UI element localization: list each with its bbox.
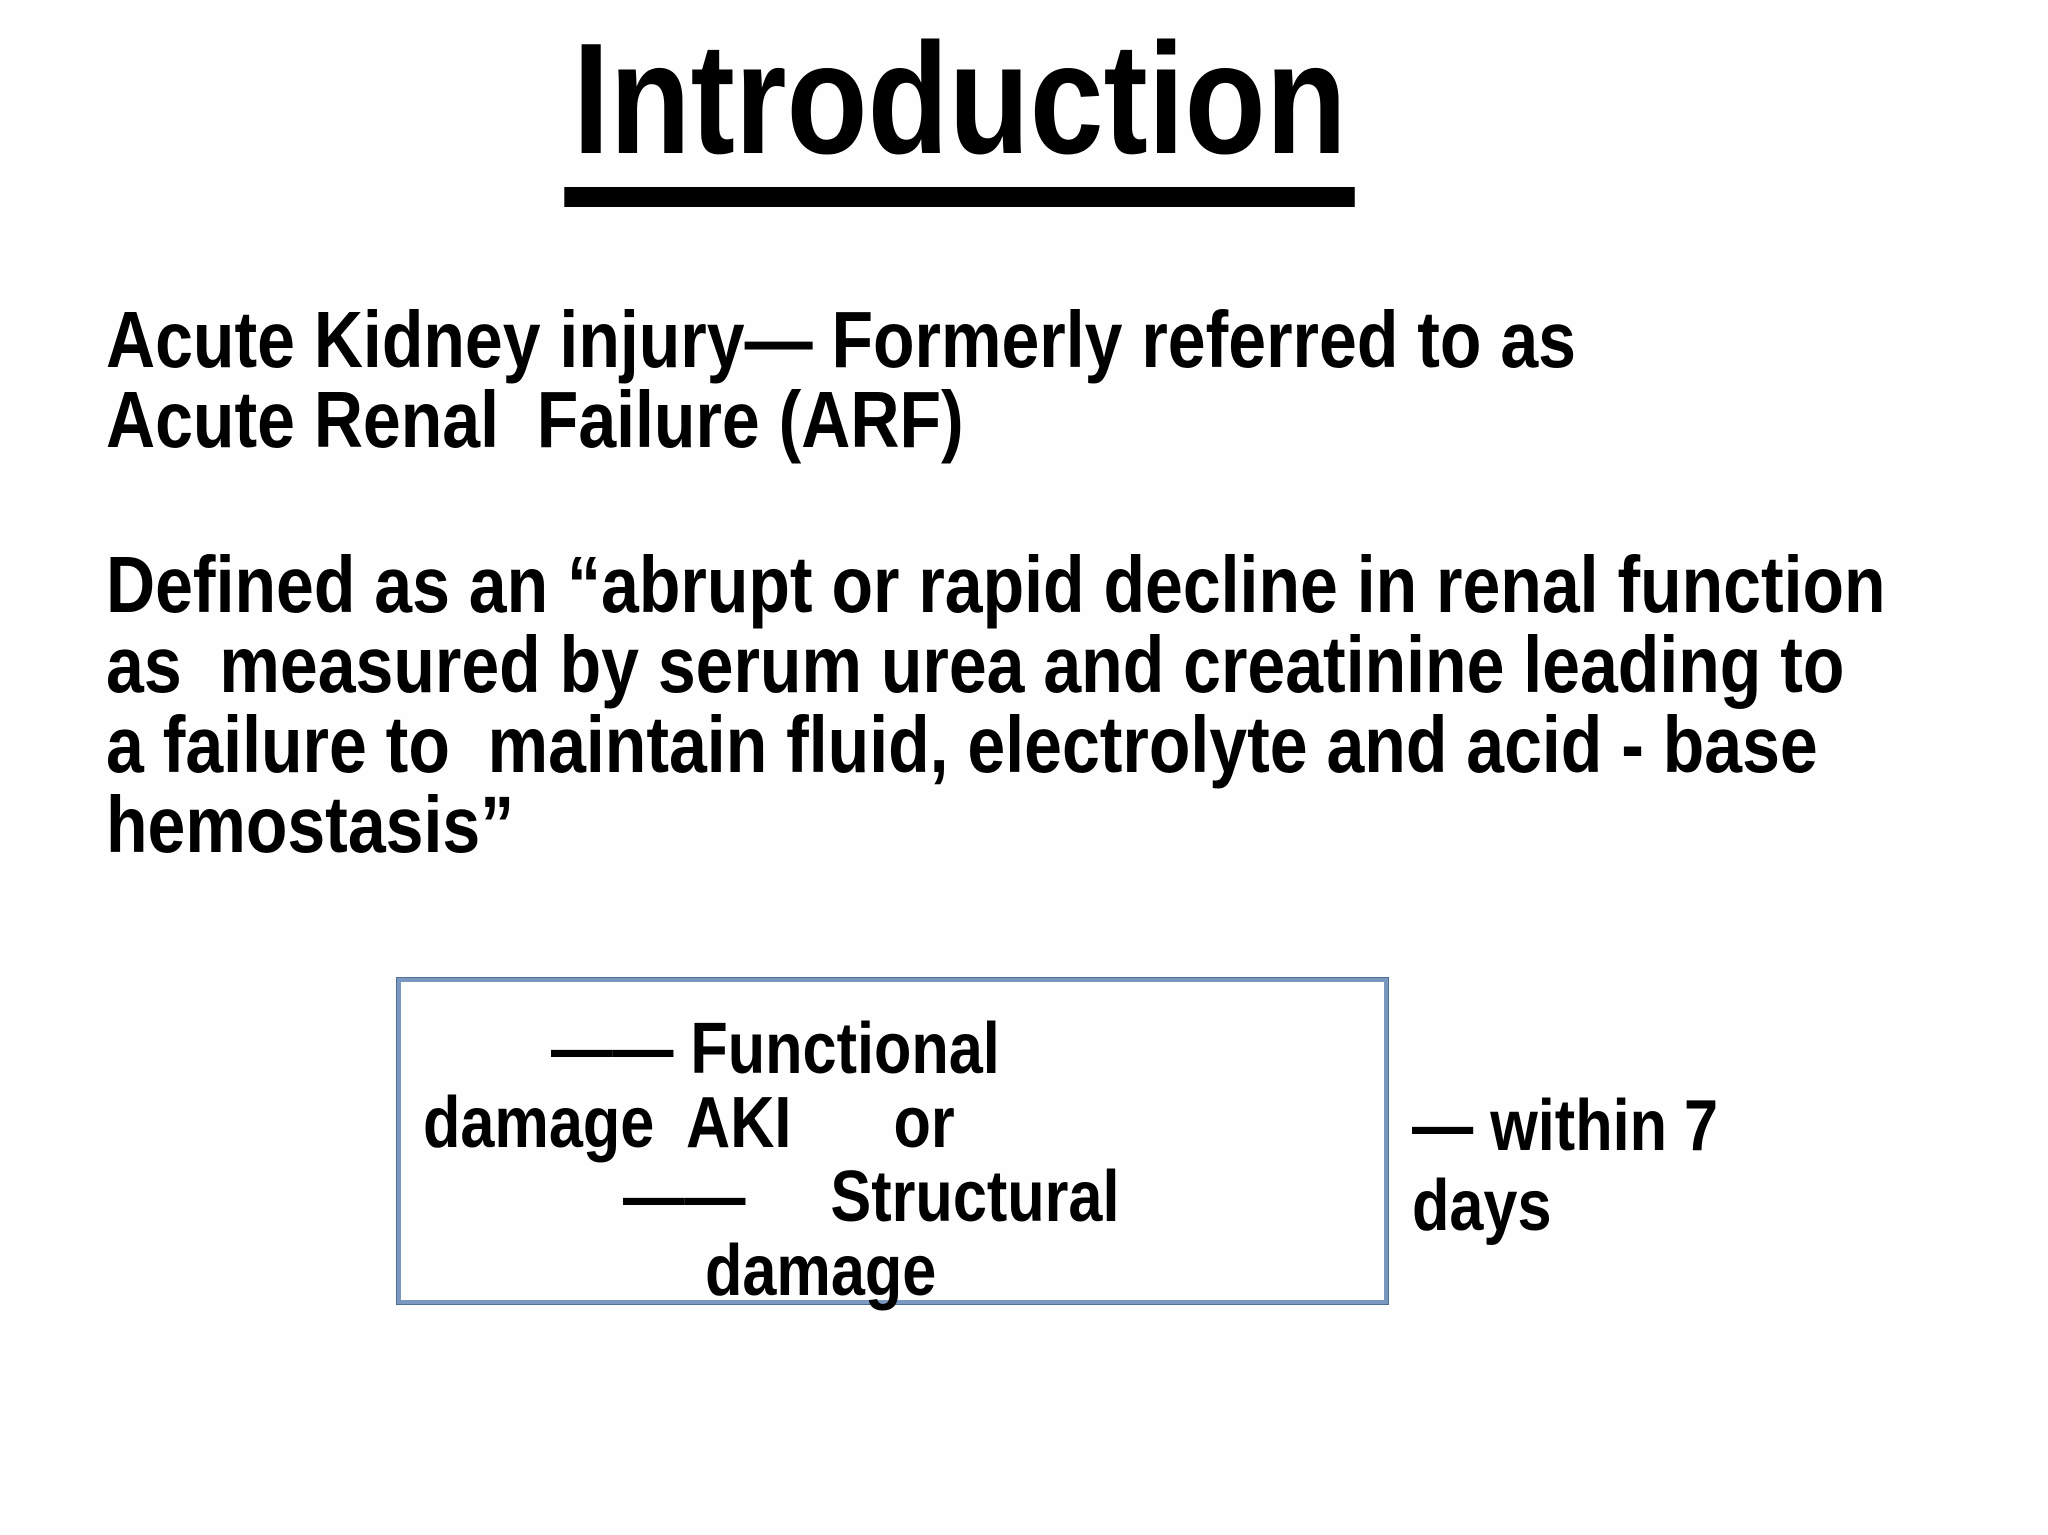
definition-line-1: Defined as an “abrupt or rapid decline i… xyxy=(106,540,1886,629)
aki-damage-box: —— Functional damage AKI or —— Structura… xyxy=(396,977,1389,1308)
definition-line-4: hemostasis” xyxy=(106,780,515,869)
side-note-line-2: days xyxy=(1412,1166,1552,1246)
box-line-damage-aki-or: damage AKI or xyxy=(423,1083,955,1163)
definition-line-3: a failure to maintain fluid, electrolyte… xyxy=(106,700,1818,789)
box-line-damage: damage xyxy=(705,1231,937,1311)
side-note-line-1: — within 7 xyxy=(1412,1086,1718,1166)
within-7-days-note: — within 7 days xyxy=(1412,1086,1772,1246)
intro-paragraph: Acute Kidney injury— Formerly referred t… xyxy=(106,300,1835,460)
page-title: Introduction xyxy=(564,14,1356,207)
definition-paragraph: Defined as an “abrupt or rapid decline i… xyxy=(106,545,2048,865)
title-row: Introduction xyxy=(0,14,2048,207)
definition-line-2: as measured by serum urea and creatinine… xyxy=(106,620,1845,709)
intro-line-2: Acute Renal Failure (ARF) xyxy=(106,375,964,464)
box-line-structural: —— Structural xyxy=(623,1157,1120,1237)
box-line-functional: —— Functional xyxy=(551,1009,1000,1089)
intro-line-1: Acute Kidney injury— Formerly referred t… xyxy=(106,295,1576,384)
